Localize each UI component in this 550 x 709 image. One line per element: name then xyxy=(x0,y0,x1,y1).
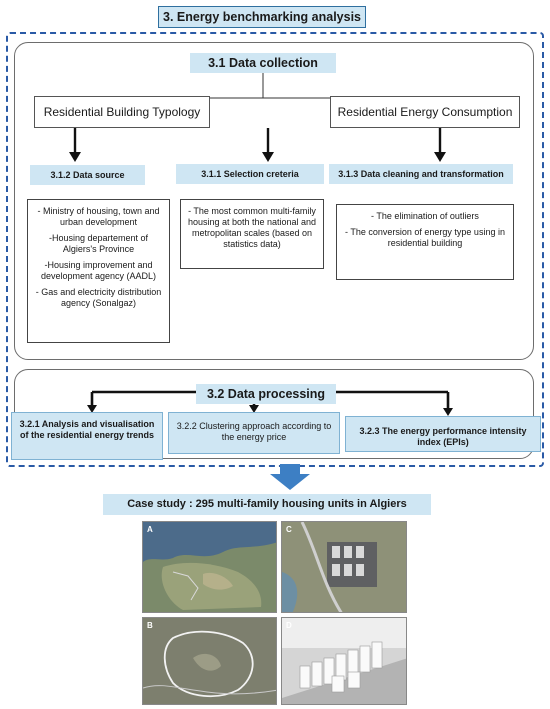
aerial-site-image xyxy=(282,522,406,612)
photo-d-3d-model: D xyxy=(281,617,407,705)
main-title: 3. Energy benchmarking analysis xyxy=(158,6,366,28)
satellite-map-image xyxy=(143,522,276,612)
photo-label-c: C xyxy=(286,525,292,534)
selection-criteria-list: - The most common multi-family housing a… xyxy=(180,199,324,269)
data-source-list: - Ministry of housing, town and urban de… xyxy=(27,199,170,343)
data-source-heading: 3.1.2 Data source xyxy=(30,165,145,185)
building-model-image xyxy=(282,618,406,704)
photo-a-coastline-map: A xyxy=(142,521,277,613)
data-collection-title: 3.1 Data collection xyxy=(190,53,336,73)
data-source-item: - Gas and electricity distribution agenc… xyxy=(35,287,162,308)
photo-c-aerial-site: C xyxy=(281,521,407,613)
selection-criteria-heading: 3.1.1 Selection creteria xyxy=(176,164,324,184)
data-cleaning-item: - The elimination of outliers xyxy=(371,211,479,221)
processing-box-analysis: 3.2.1 Analysis and visualisation of the … xyxy=(11,412,163,460)
analysis-frame xyxy=(6,32,544,467)
processing-box-clustering: 3.2.2 Clustering approach according to t… xyxy=(168,412,340,454)
data-cleaning-heading: 3.1.3 Data cleaning and transformation xyxy=(329,164,513,184)
data-source-item: -Housing departement of Algiers's Provin… xyxy=(48,233,149,254)
photo-label-b: B xyxy=(147,621,153,630)
processing-box-epis: 3.2.3 The energy performance intensity i… xyxy=(345,416,541,452)
data-cleaning-list: - The elimination of outliers - The conv… xyxy=(336,204,514,280)
data-source-item: -Housing improvement and development age… xyxy=(40,260,157,281)
case-study-banner: Case study : 295 multi-family housing un… xyxy=(103,494,431,515)
data-source-item: - Ministry of housing, town and urban de… xyxy=(37,206,160,227)
data-collection-section xyxy=(14,42,534,360)
data-processing-title: 3.2 Data processing xyxy=(196,384,336,404)
photo-label-d: D xyxy=(286,621,292,630)
photo-b-district-map: B xyxy=(142,617,277,705)
district-map-image xyxy=(143,618,276,704)
selection-criteria-item: - The most common multi-family housing a… xyxy=(187,206,317,249)
data-cleaning-item: - The conversion of energy type using in… xyxy=(345,227,505,248)
energy-consumption-pill: Residential Energy Consumption xyxy=(330,96,520,128)
building-typology-pill: Residential Building Typology xyxy=(34,96,210,128)
photo-label-a: A xyxy=(147,525,153,534)
